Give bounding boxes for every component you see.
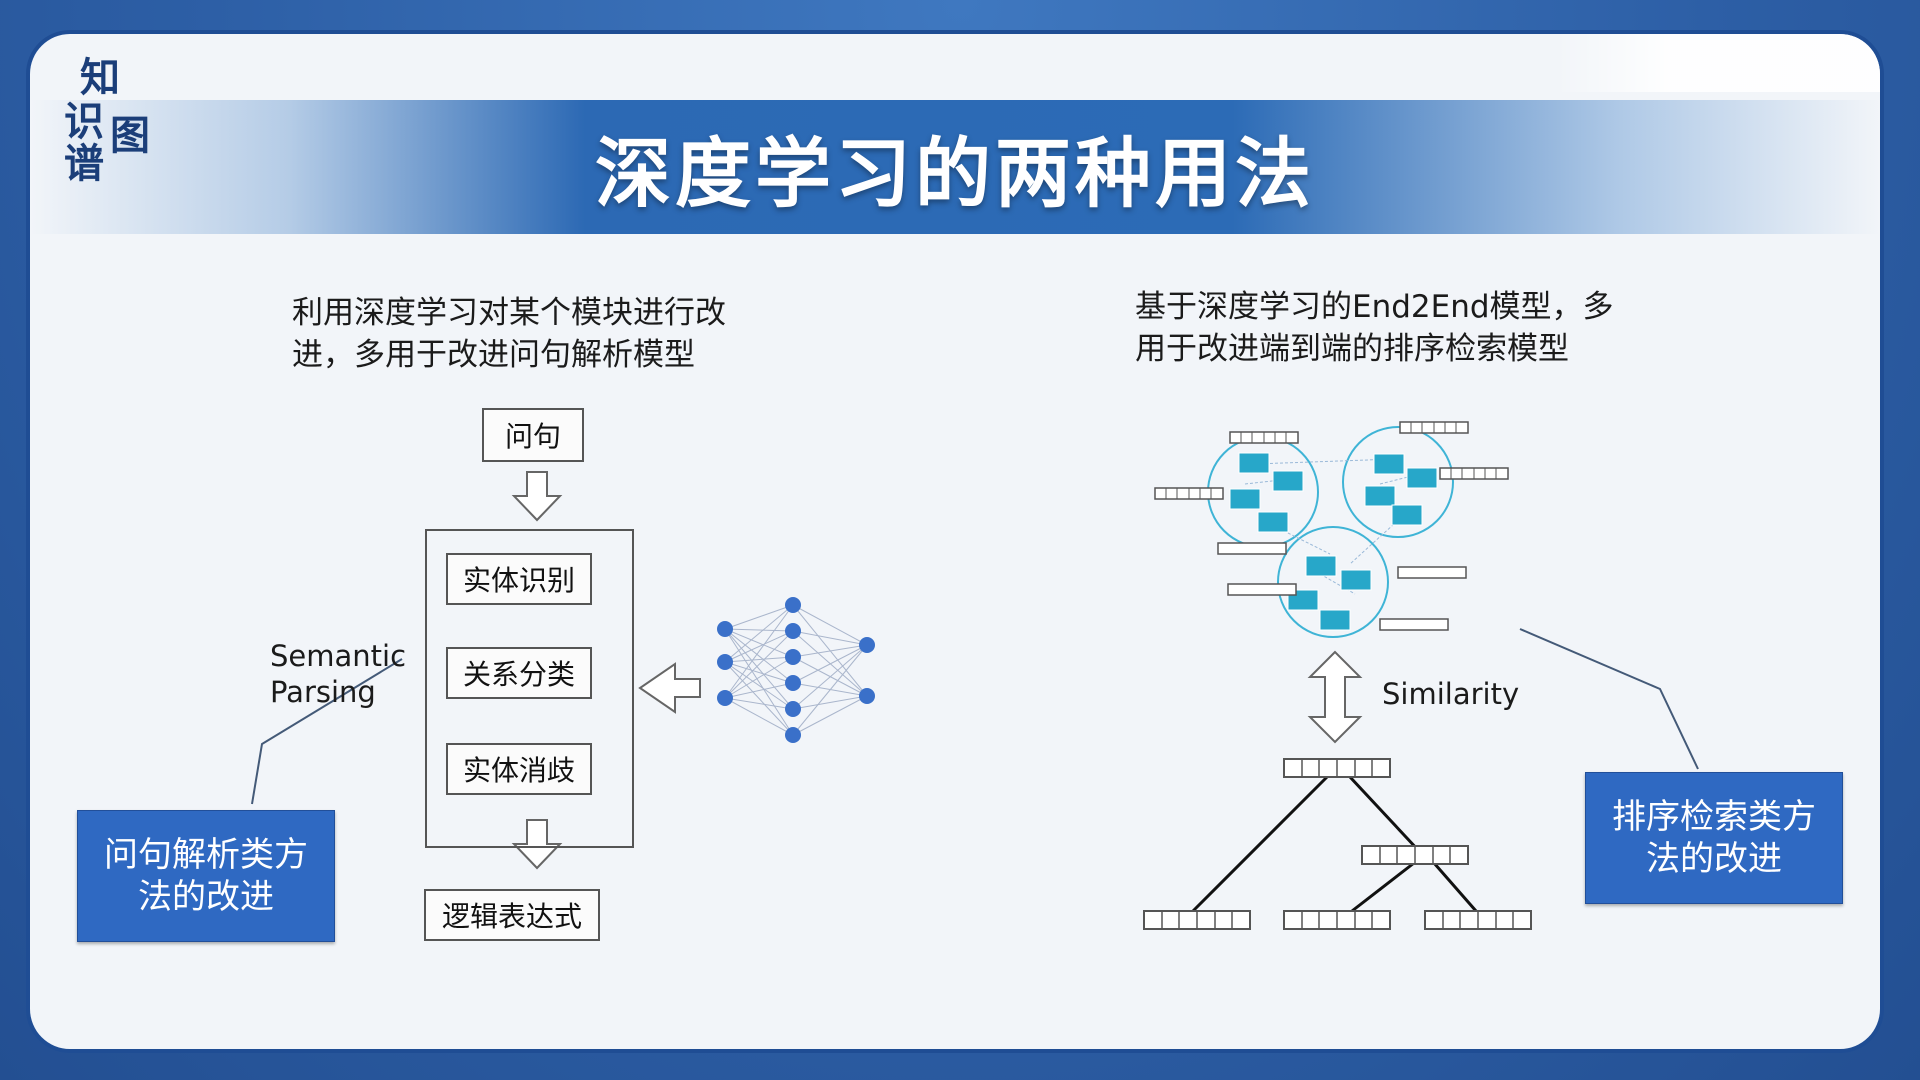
tree-lines xyxy=(1191,775,1478,913)
down-arrow-1 xyxy=(511,471,563,522)
right-caption-line-2: 用于改进端到端的排序检索模型 xyxy=(1135,331,1569,367)
down-arrow-2 xyxy=(511,819,563,870)
left-caption: 利用深度学习对某个模块进行改 进，多用于改进问句解析模型 xyxy=(292,292,726,376)
left-arrow xyxy=(638,662,701,714)
logo-char-4: 谱 xyxy=(64,141,104,187)
logo-char-3: 图 xyxy=(110,113,150,159)
semantic-label-line-1: Semantic xyxy=(270,639,407,673)
slide-frame: 深度学习的两种用法 知 识 图 谱 利用深度学习对某个模块进行改 进，多用于改进… xyxy=(30,34,1880,1049)
embedding-bar-dividers xyxy=(1165,422,1497,499)
semantic-label-line-2: Parsing xyxy=(270,675,376,709)
entity-disambiguation-box: 实体消歧 xyxy=(446,743,592,795)
left-callout-line-2: 法的改进 xyxy=(138,877,274,917)
screen-glare xyxy=(1556,34,1880,92)
embedding-bars xyxy=(1154,421,1509,631)
tree-bar-dividers xyxy=(1161,759,1514,929)
right-callout-line-2: 法的改进 xyxy=(1646,839,1782,879)
right-caption-line-1: 基于深度学习的End2End模型，多 xyxy=(1135,289,1614,325)
right-callout-line-1: 排序检索类方 xyxy=(1612,797,1816,837)
semantic-leader-line xyxy=(251,658,403,805)
right-callout: 排序检索类方 法的改进 xyxy=(1585,772,1843,904)
left-callout-line-1: 问句解析类方 xyxy=(104,835,308,875)
right-leader-line xyxy=(1519,628,1699,770)
title-band xyxy=(30,100,1880,234)
left-caption-line-2: 进，多用于改进问句解析模型 xyxy=(292,337,695,373)
neural-network xyxy=(724,604,868,736)
semantic-parsing-label: Semantic Parsing xyxy=(270,638,406,710)
neural-network-nodes xyxy=(717,597,875,743)
pipeline-container xyxy=(425,529,634,848)
right-caption: 基于深度学习的End2End模型，多 用于改进端到端的排序检索模型 xyxy=(1135,286,1614,370)
similarity-arrow xyxy=(1307,650,1363,744)
slide-title: 深度学习的两种用法 xyxy=(595,129,1315,218)
cluster-nodes xyxy=(1229,452,1438,631)
similarity-label: Similarity xyxy=(1382,677,1520,711)
logo: 知 识 图 谱 xyxy=(50,46,170,184)
left-caption-line-1: 利用深度学习对某个模块进行改 xyxy=(292,295,726,331)
entity-recognition-box: 实体识别 xyxy=(446,553,592,605)
logic-expression-box: 逻辑表达式 xyxy=(424,889,600,941)
left-callout: 问句解析类方 法的改进 xyxy=(77,810,335,942)
relation-classification-box: 关系分类 xyxy=(446,647,592,699)
logo-char-1: 知 xyxy=(80,55,120,101)
question-box: 问句 xyxy=(482,408,584,462)
diagram-graphics xyxy=(251,421,1699,930)
logo-char-2: 识 xyxy=(64,99,104,145)
